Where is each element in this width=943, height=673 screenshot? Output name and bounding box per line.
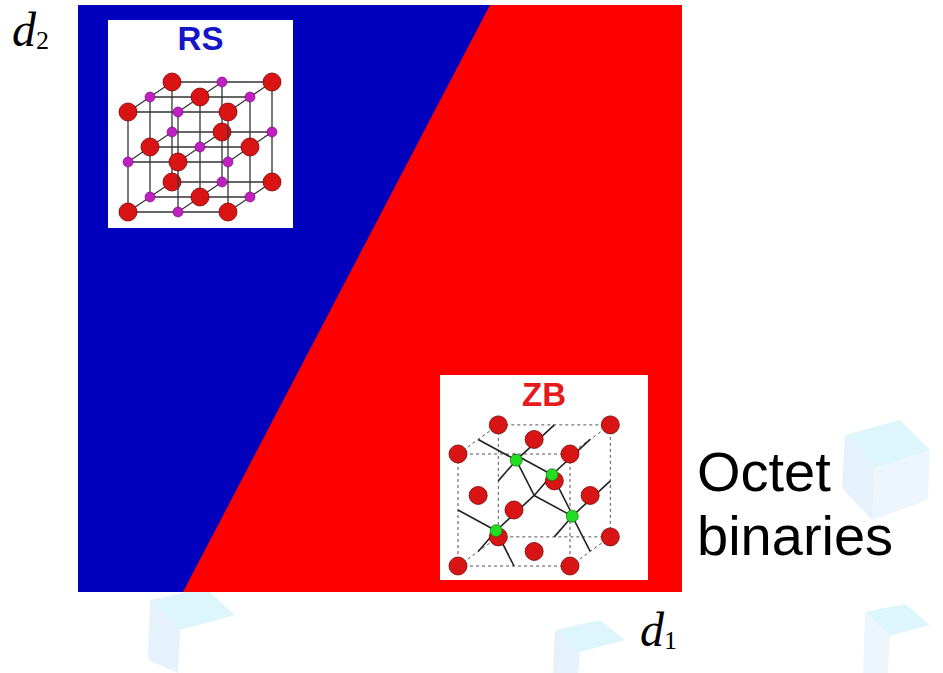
cation-atom bbox=[123, 157, 133, 167]
material-class-label: Octet binaries bbox=[697, 440, 937, 568]
cation-atom bbox=[490, 525, 502, 537]
anion-atom bbox=[191, 188, 209, 206]
cation-atom bbox=[217, 177, 227, 187]
cation-atom bbox=[510, 454, 522, 466]
anion-atom bbox=[263, 73, 281, 91]
anion-atom bbox=[449, 557, 467, 575]
rock-salt-region bbox=[78, 5, 682, 592]
cation-atom bbox=[223, 157, 233, 167]
cation-atom bbox=[145, 192, 155, 202]
anion-atom bbox=[449, 445, 467, 463]
cation-atom bbox=[566, 510, 578, 522]
cation-atom bbox=[217, 77, 227, 87]
bond-line bbox=[552, 439, 590, 474]
bond-line bbox=[496, 495, 534, 530]
cation-atom bbox=[245, 192, 255, 202]
bond-line bbox=[516, 425, 554, 460]
anion-atom bbox=[191, 88, 209, 106]
axis-label: d2 bbox=[12, 6, 49, 54]
bond-line bbox=[478, 439, 516, 460]
anion-atom bbox=[119, 203, 137, 221]
anion-atom bbox=[489, 416, 507, 434]
zb-inset bbox=[440, 375, 648, 580]
anion-atom bbox=[169, 153, 187, 171]
bond-line bbox=[458, 510, 496, 531]
anion-atom bbox=[119, 103, 137, 121]
cation-atom bbox=[167, 127, 177, 137]
anion-atom bbox=[219, 203, 237, 221]
anion-atom bbox=[241, 138, 259, 156]
cation-atom bbox=[546, 469, 558, 481]
anion-atom bbox=[141, 138, 159, 156]
bond-line bbox=[572, 481, 610, 516]
structure-label: RS bbox=[108, 22, 293, 55]
anion-atom bbox=[219, 103, 237, 121]
zb-structure-box: ZB bbox=[440, 378, 648, 411]
cation-atom bbox=[195, 142, 205, 152]
rs-structure-box: RS bbox=[108, 22, 293, 55]
anion-atom bbox=[581, 486, 599, 504]
anion-atom bbox=[601, 416, 619, 434]
cation-atom bbox=[245, 92, 255, 102]
rs-inset bbox=[108, 20, 293, 228]
anion-atom bbox=[561, 445, 579, 463]
anion-atom bbox=[525, 542, 543, 560]
cation-atom bbox=[145, 92, 155, 102]
zinc-blende-structure bbox=[449, 416, 619, 575]
anion-atom bbox=[525, 430, 543, 448]
anion-atom bbox=[561, 557, 579, 575]
anion-atom bbox=[163, 73, 181, 91]
rock-salt-structure bbox=[119, 73, 281, 221]
axis-label: d1 bbox=[640, 606, 677, 654]
bond-line bbox=[534, 495, 572, 516]
anion-atom bbox=[469, 486, 487, 504]
anion-atom bbox=[263, 173, 281, 191]
cation-atom bbox=[173, 207, 183, 217]
anion-atom bbox=[505, 501, 523, 519]
anion-atom bbox=[601, 528, 619, 546]
cation-atom bbox=[267, 127, 277, 137]
structure-label: ZB bbox=[440, 378, 648, 411]
cation-atom bbox=[173, 107, 183, 117]
